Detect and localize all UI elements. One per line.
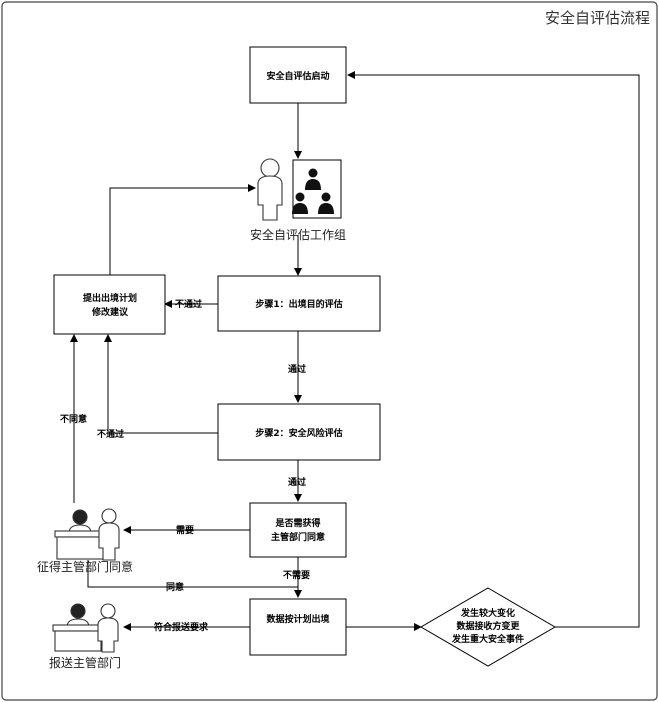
label-step2-fail: 不通过 bbox=[97, 428, 124, 440]
node-consent: 是否需获得 主管部门同意 bbox=[249, 502, 347, 558]
visitor-person-icon bbox=[98, 508, 120, 561]
node-step1: 步骤1：出境目的评估 bbox=[217, 275, 381, 332]
node-start: 安全自评估启动 bbox=[249, 46, 347, 104]
node-suggest-label-2: 修改建议 bbox=[91, 306, 129, 318]
node-export: 数据按计划出境 bbox=[249, 598, 347, 656]
label-agree: 同意 bbox=[166, 581, 184, 593]
node-start-label: 安全自评估启动 bbox=[266, 70, 329, 82]
node-consent-label-1: 是否需获得 bbox=[274, 517, 320, 529]
label-meets-report: 符合报送要求 bbox=[154, 621, 209, 633]
label-step1-pass: 通过 bbox=[288, 363, 306, 375]
diagram-title: 安全自评估流程 bbox=[545, 9, 650, 27]
edge-suggest-workgroup bbox=[109, 184, 256, 275]
label-step2-pass: 通过 bbox=[288, 476, 306, 488]
label-no-need: 不需要 bbox=[283, 570, 310, 581]
visitor-person-icon bbox=[97, 603, 119, 653]
label-need: 需要 bbox=[176, 525, 194, 536]
node-change-label-1: 发生较大变化 bbox=[460, 607, 515, 619]
team-icon bbox=[292, 168, 334, 214]
desk-officer-icon bbox=[52, 603, 104, 652]
node-report-label: 报送主管部门 bbox=[49, 655, 121, 670]
connectors bbox=[70, 71, 640, 631]
label-disagree: 不同意 bbox=[60, 413, 87, 425]
node-change-label-2: 数据接收方变更 bbox=[456, 620, 520, 632]
edge-step2-suggest bbox=[104, 334, 218, 434]
node-step1-label: 步骤1：出境目的评估 bbox=[255, 298, 342, 310]
node-obtain-approval-label: 征得主管部门同意 bbox=[37, 559, 133, 574]
node-suggest-label-1: 提出出境计划 bbox=[83, 292, 137, 304]
node-workgroup-label: 安全自评估工作组 bbox=[250, 227, 346, 242]
node-workgroup: 安全自评估工作组 bbox=[250, 158, 346, 242]
node-consent-label-2: 主管部门同意 bbox=[271, 531, 325, 543]
node-change-label-3: 发生重大安全事件 bbox=[451, 633, 524, 645]
node-obtain-approval: 征得主管部门同意 bbox=[37, 508, 133, 574]
node-step2: 步骤2：安全风险评估 bbox=[217, 403, 381, 461]
node-report: 报送主管部门 bbox=[49, 603, 121, 670]
node-change: 发生较大变化 数据接收方变更 发生重大安全事件 bbox=[420, 587, 556, 667]
node-suggest: 提出出境计划 修改建议 bbox=[53, 274, 166, 335]
edge-labels: 不通过 通过 不通过 通过 不同意 需要 不需要 同意 符合报送要求 bbox=[60, 298, 310, 633]
node-export-label: 数据按计划出境 bbox=[266, 613, 329, 625]
person-outline-icon bbox=[257, 158, 283, 221]
edge-change-start bbox=[347, 71, 640, 628]
label-step1-fail: 不通过 bbox=[175, 298, 202, 310]
edge-approval-export bbox=[87, 560, 298, 588]
node-step2-label: 步骤2：安全风险评估 bbox=[255, 427, 342, 439]
